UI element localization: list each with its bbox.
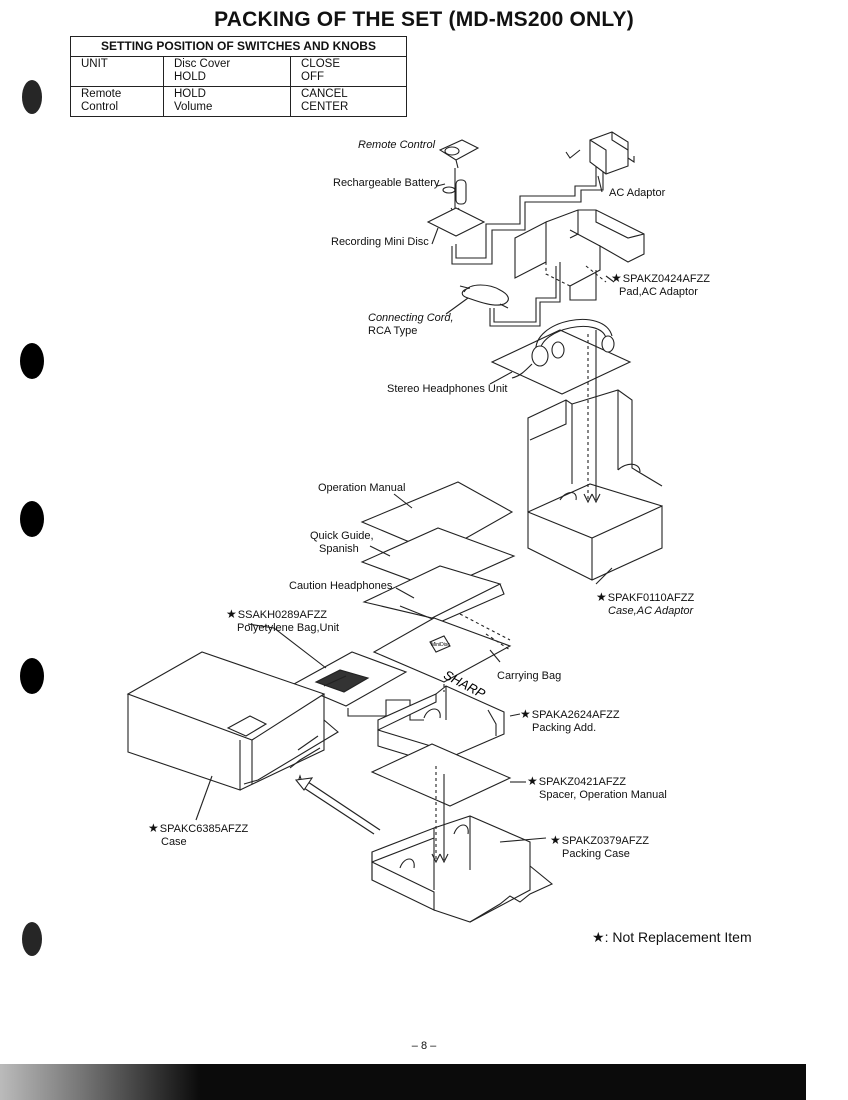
label-connecting-cord: Connecting Cord, RCA Type <box>368 312 454 337</box>
star-icon: ★ <box>148 821 159 835</box>
label-packing-case: ★SPAKZ0379AFZZ Packing Case <box>550 833 649 861</box>
spacer-operation-manual-illustration <box>370 743 512 807</box>
ac-adaptor-illustration <box>565 131 635 175</box>
label-quick-guide: Quick Guide, Spanish <box>310 530 374 555</box>
headphones-illustration <box>490 318 632 395</box>
legend: ★: Not Replacement Item <box>592 929 752 945</box>
star-icon: ★ <box>550 833 561 847</box>
packing-case-illustration <box>371 815 554 923</box>
label-rechargeable-battery: Rechargeable Battery <box>333 177 440 189</box>
binder-hole <box>22 80 42 114</box>
caution-headphones-illustration <box>362 565 505 623</box>
battery-illustration <box>436 179 467 205</box>
label-caution-headphones: Caution Headphones <box>289 580 393 592</box>
page-number: – 8 – <box>411 1040 437 1052</box>
case-ac-adaptor-illustration <box>527 389 663 581</box>
label-carrying-bag: Carrying Bag <box>497 670 562 682</box>
binder-hole <box>20 343 44 379</box>
table-cell-control: HOLD Volume <box>163 86 291 117</box>
table-row: UNIT Disc Cover HOLD CLOSE OFF <box>70 56 407 87</box>
star-icon: ★ <box>596 590 607 604</box>
star-icon: ★ <box>226 607 237 621</box>
label-polyethylene-bag: ★SSAKH0289AFZZ Polyetylene Bag,Unit <box>226 607 340 635</box>
label-recording-mini-disc: Recording Mini Disc <box>331 236 429 248</box>
table-cell-position: CLOSE OFF <box>290 56 407 87</box>
label-case-ac-adaptor: ★SPAKF0110AFZZ Case,AC Adaptor <box>596 590 695 618</box>
table-row: Remote Control HOLD Volume CANCEL CENTER <box>70 86 407 117</box>
bag-print-text: SHARP <box>441 667 488 701</box>
mini-disc-illustration <box>426 207 486 237</box>
remote-control-illustration <box>438 139 480 169</box>
switch-settings-table: SETTING POSITION OF SWITCHES AND KNOBS U… <box>70 36 407 117</box>
pad-ac-adaptor-illustration <box>514 209 645 301</box>
table-cell-unit: Remote Control <box>70 86 164 117</box>
binder-hole <box>22 922 42 956</box>
label-case: ★SPAKC6385AFZZ Case <box>148 821 249 849</box>
label-spacer: ★SPAKZ0421AFZZ Spacer, Operation Manual <box>527 774 667 802</box>
bag-logo-text: MiniDisc <box>431 642 450 648</box>
label-stereo-headphones: Stereo Headphones Unit <box>387 383 508 395</box>
label-packing-add: ★SPAKA2624AFZZ Packing Add. <box>520 707 620 735</box>
page-title: PACKING OF THE SET (MD-MS200 ONLY) <box>214 8 634 31</box>
table-header: SETTING POSITION OF SWITCHES AND KNOBS <box>70 36 407 57</box>
label-ac-adaptor: AC Adaptor <box>609 187 666 199</box>
polyethylene-bag-illustration <box>292 651 408 707</box>
table-cell-position: CANCEL CENTER <box>290 86 407 117</box>
carrying-bag-illustration <box>372 613 512 683</box>
binder-hole <box>20 658 44 694</box>
label-pad-ac-adaptor: ★SPAKZ0424AFZZ Pad,AC Adaptor <box>611 271 710 299</box>
outer-case-illustration <box>126 651 339 791</box>
star-icon: ★ <box>520 707 531 721</box>
label-remote-control: Remote Control <box>358 139 436 151</box>
table-cell-control: Disc Cover HOLD <box>163 56 291 87</box>
scan-edge-bar <box>0 1064 806 1100</box>
table-header-row: SETTING POSITION OF SWITCHES AND KNOBS <box>70 36 407 57</box>
star-icon: ★ <box>592 929 605 945</box>
star-icon: ★ <box>611 271 622 285</box>
label-operation-manual: Operation Manual <box>318 482 406 494</box>
binder-hole <box>20 501 44 537</box>
star-icon: ★ <box>527 774 538 788</box>
connecting-cord-illustration <box>459 284 509 309</box>
table-cell-unit: UNIT <box>70 56 164 87</box>
